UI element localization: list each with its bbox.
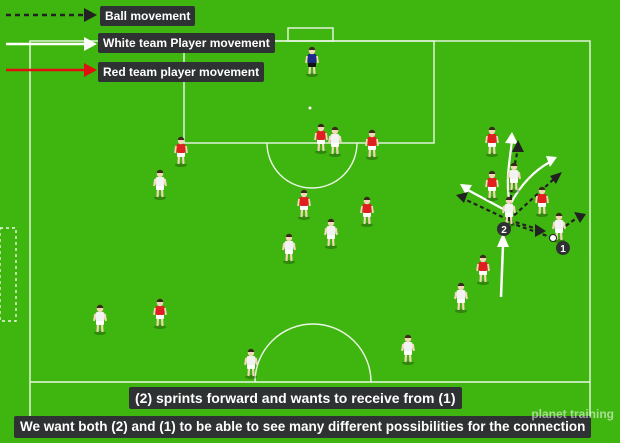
- red-player-6: [535, 186, 549, 217]
- red-player-7: [297, 189, 311, 220]
- legend-arrows: [6, 8, 97, 77]
- red-player-5: [485, 170, 499, 201]
- ball-arrowhead-5: [574, 212, 586, 223]
- movement-arrows: [456, 132, 586, 298]
- white-player-7: [282, 233, 296, 264]
- player-1-label: 1: [560, 244, 566, 255]
- red-player-4: [485, 126, 499, 157]
- penalty-spot: [308, 106, 312, 110]
- white-run-arrow: [499, 244, 505, 298]
- legend-red-arrowhead: [84, 63, 97, 77]
- white-curve-arrowhead-2: [546, 156, 557, 167]
- ball-arrowhead-2: [550, 172, 562, 184]
- player-1-marker: 1: [556, 241, 570, 255]
- white-player-3: [507, 162, 521, 193]
- red-player-2: [314, 123, 328, 154]
- red-player-10: [153, 298, 167, 329]
- red-player-3: [365, 129, 379, 160]
- ball: [549, 234, 557, 242]
- white-player-8: [454, 282, 468, 313]
- caption-line-2: We want both (2) and (1) to be able to s…: [14, 416, 592, 438]
- red-player-1: [174, 136, 188, 167]
- player-2-badge: [497, 222, 511, 236]
- ball-arrowhead-3: [456, 192, 468, 203]
- white-run-arrowhead: [497, 233, 509, 247]
- ball-arrowhead-1: [512, 140, 524, 152]
- ball-pass-3: [508, 177, 556, 221]
- white-player-6: [324, 218, 338, 249]
- white-player-2: [153, 169, 167, 200]
- side-zone-marker: [0, 227, 17, 322]
- white-curve-arrowhead-1: [505, 132, 518, 144]
- white-player-11: [244, 348, 258, 379]
- white-arrow-left: [465, 188, 506, 211]
- ball-pass-1: [507, 220, 554, 240]
- ball-pass-5: [508, 218, 541, 232]
- legend-white-label: White team Player movement: [98, 33, 275, 53]
- center-circle: [254, 323, 372, 383]
- player-2-marker: 2: [497, 222, 511, 236]
- penalty-arc: [266, 142, 358, 189]
- goal: [287, 27, 334, 42]
- legend-ball-label: Ball movement: [100, 6, 196, 26]
- white-player-1: [328, 126, 342, 157]
- white-player-9: [93, 304, 107, 335]
- white-arrowhead-left: [460, 184, 472, 195]
- watermark-logo: planet training: [531, 407, 614, 421]
- goalkeeper: [305, 46, 319, 77]
- caption-line-1: (2) sprints forward and wants to receive…: [129, 387, 462, 409]
- red-player-8: [360, 196, 374, 227]
- player-1-badge: [556, 241, 570, 255]
- white-curve-arrow-2: [509, 161, 551, 206]
- ball-arrowhead-4: [535, 224, 546, 237]
- players-layer: [93, 46, 566, 379]
- ball-pass-4: [461, 197, 510, 221]
- legend-white-arrowhead: [84, 37, 97, 51]
- red-player-9: [476, 254, 490, 285]
- player-2-label: 2: [501, 225, 507, 236]
- white-player-10: [401, 334, 415, 365]
- legend-red-label: Red team player movement: [98, 62, 265, 82]
- legend-ball-arrowhead: [84, 8, 97, 22]
